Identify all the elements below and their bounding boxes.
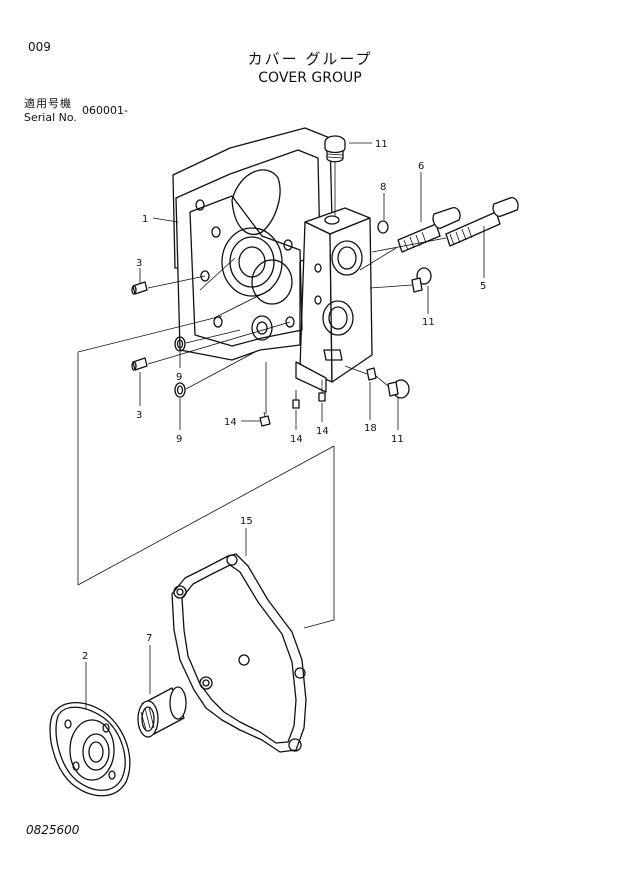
title-japanese: カバー グループ: [247, 50, 373, 68]
screw-part-14-a[interactable]: [259, 411, 271, 427]
plug-part-11-middle[interactable]: [411, 267, 432, 293]
callout-11-middle: 11: [422, 317, 435, 328]
serial-label-english: Serial No.: [24, 111, 77, 124]
callout-14-a: 14: [224, 417, 237, 428]
bushing-part-7[interactable]: [137, 686, 187, 738]
bolt-part-5[interactable]: [445, 197, 519, 247]
callout-11-top: 11: [375, 139, 388, 150]
title-english: COVER GROUP: [258, 70, 362, 86]
serial-value: 060001-: [82, 104, 128, 117]
callout-5: 5: [480, 281, 486, 292]
gasket-part-15[interactable]: [171, 553, 307, 753]
leader-lines: [85, 142, 485, 710]
pin-part-3-upper[interactable]: [131, 281, 148, 295]
callout-7: 7: [146, 633, 152, 644]
o-ring-part-9-upper[interactable]: [174, 336, 186, 352]
plate-part-2[interactable]: [49, 701, 131, 797]
plug-part-18[interactable]: [366, 367, 377, 381]
callout-18: 18: [364, 423, 377, 434]
callout-9-lower: 9: [176, 434, 182, 445]
callout-14-c: 14: [316, 426, 329, 437]
callout-15: 15: [240, 516, 253, 527]
plug-part-11-top[interactable]: [324, 135, 346, 163]
callout-6: 6: [418, 161, 424, 172]
cover-housing[interactable]: [172, 127, 373, 393]
o-ring-part-9-lower[interactable]: [174, 382, 186, 398]
callout-1: 1: [142, 214, 148, 225]
o-ring-part-8[interactable]: [377, 220, 389, 234]
callout-3-lower: 3: [136, 410, 142, 421]
screw-part-14-c[interactable]: [318, 387, 326, 402]
page-number: 009: [28, 40, 51, 54]
drawing-number: 0825600: [26, 823, 80, 837]
callout-labels: 11 1 8 6 5 11 3 3 9 9 14 14 14 18 11 15 …: [82, 139, 486, 662]
callout-3-upper: 3: [136, 258, 142, 269]
callout-2: 2: [82, 651, 88, 662]
callout-8: 8: [380, 182, 386, 193]
callout-11-lower: 11: [391, 434, 404, 445]
callout-9-upper: 9: [176, 372, 182, 383]
pin-part-3-lower[interactable]: [131, 357, 148, 371]
callout-14-b: 14: [290, 434, 303, 445]
assembly-lines: [77, 162, 447, 629]
plug-part-11-lower[interactable]: [387, 379, 410, 399]
serial-label-japanese: 適用号機: [24, 97, 72, 110]
